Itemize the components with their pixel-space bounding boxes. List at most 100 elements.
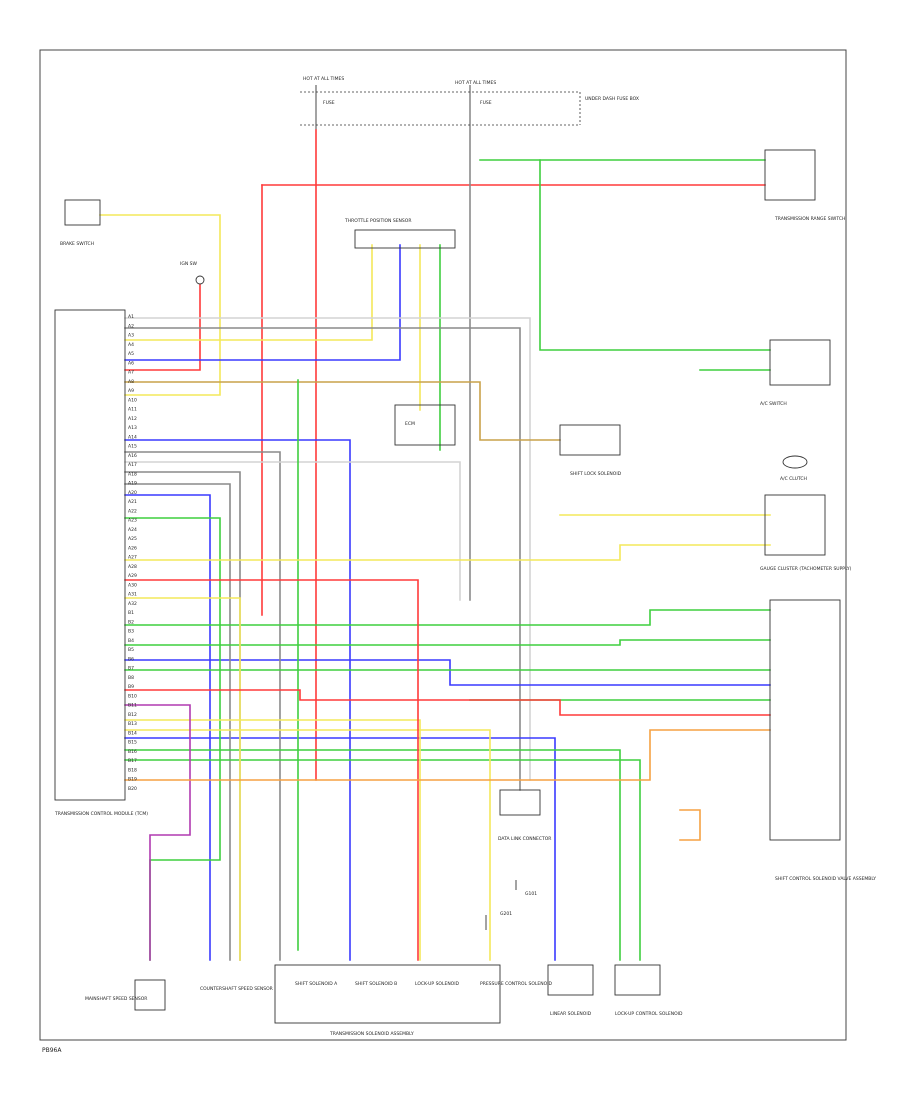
ac-clutch-label: A/C CLUTCH bbox=[780, 476, 807, 482]
dlc-connector bbox=[499, 789, 541, 816]
tcm-pin-label: A1 bbox=[128, 314, 134, 320]
tcm-pin-label: A26 bbox=[128, 545, 137, 551]
mainshaft-sensor-label: MAINSHAFT SPEED SENSOR bbox=[85, 996, 147, 1002]
diagram-footer-id: PB96A bbox=[42, 1047, 62, 1054]
tps-connector bbox=[354, 229, 456, 249]
tcm-pin-label: B13 bbox=[128, 721, 137, 727]
ecm-box bbox=[394, 404, 456, 446]
wire-yellow-tps bbox=[124, 244, 373, 341]
wire-blue-vss bbox=[124, 494, 211, 961]
tcm-pin-label: A12 bbox=[128, 416, 137, 422]
wire-white-upper bbox=[124, 317, 531, 781]
tcm-pin-label: B10 bbox=[128, 694, 137, 700]
wire-yellow-sol2 bbox=[124, 729, 491, 961]
tcm-pin-label: A32 bbox=[128, 601, 137, 607]
linear-solenoid bbox=[547, 964, 594, 996]
tcm-pin-label: B8 bbox=[128, 675, 134, 681]
shift-lock-label: SHIFT LOCK SOLENOID bbox=[570, 471, 622, 477]
solenoid-assembly bbox=[769, 599, 841, 841]
ign-indicator-icon bbox=[195, 275, 205, 285]
component-layer: BRAKE SWITCH IGN SW THROTTLE POSITION SE… bbox=[54, 149, 876, 1037]
wire-tan-shiftlock bbox=[124, 381, 561, 441]
tcm-pin-label: A5 bbox=[128, 351, 134, 357]
tcm-pin-label: B9 bbox=[128, 684, 134, 690]
wire-yellow-sol bbox=[124, 719, 421, 961]
tcm-pin-label: B2 bbox=[128, 619, 134, 625]
shift-solenoid-b-label: SHIFT SOLENOID B bbox=[355, 981, 397, 987]
tcm-pin-label: A27 bbox=[128, 555, 137, 561]
gauge-cluster bbox=[764, 494, 826, 556]
tcm-label: TRANSMISSION CONTROL MODULE (TCM) bbox=[54, 811, 148, 817]
lockup-control-solenoid bbox=[614, 964, 661, 996]
tcm-pin-label: B19 bbox=[128, 777, 137, 783]
tcm-pin-label: A2 bbox=[128, 323, 134, 329]
tcm-pin-label: B18 bbox=[128, 768, 137, 774]
wire-yellow-lower bbox=[124, 597, 241, 961]
tcm-pin-label: A23 bbox=[128, 518, 137, 524]
wire-red-ign bbox=[124, 284, 201, 371]
transmission-solenoid-block bbox=[274, 964, 501, 1024]
tcm-pin-label: A17 bbox=[128, 462, 137, 468]
wire-blue-tps bbox=[124, 244, 401, 361]
tcm-pin-label: A4 bbox=[128, 342, 134, 348]
g101-label: G101 bbox=[525, 891, 537, 897]
tcm-pin-label: A20 bbox=[128, 490, 137, 496]
tcm-pin-label: A30 bbox=[128, 582, 137, 588]
tcm-pin-label: A22 bbox=[128, 508, 137, 514]
ign-label: IGN SW bbox=[180, 261, 197, 267]
tcm-pin-label: B12 bbox=[128, 712, 137, 718]
wire-grey-upper bbox=[124, 327, 521, 791]
pressure-control-label: PRESSURE CONTROL SOLENOID bbox=[480, 981, 552, 987]
tcm-pin-list: A1A2A3A4A5A6A7A8A9A10A11A12A13A14A15A16A… bbox=[128, 314, 137, 792]
tcm-pin-label: A16 bbox=[128, 453, 137, 459]
tcm-pin-label: A13 bbox=[128, 425, 137, 431]
wire-green-sol bbox=[124, 749, 621, 961]
wire-green-right-1 bbox=[124, 609, 771, 626]
tcm-pin-label: A19 bbox=[128, 481, 137, 487]
mainshaft-speed-sensor bbox=[134, 979, 166, 1011]
tps-label: THROTTLE POSITION SENSOR bbox=[344, 218, 411, 224]
dlc-label: DATA LINK CONNECTOR bbox=[498, 836, 551, 842]
tcm-pin-label: A7 bbox=[128, 370, 134, 376]
tcm-pin-label: A8 bbox=[128, 379, 134, 385]
brake-switch-label: BRAKE SWITCH bbox=[60, 241, 94, 247]
tcm-pin-label: B11 bbox=[128, 703, 137, 709]
tcm-connector bbox=[54, 309, 126, 801]
tcm-pin-label: B15 bbox=[128, 740, 137, 746]
tcm-pin-label: B1 bbox=[128, 610, 134, 616]
tcm-pin-label: B7 bbox=[128, 666, 134, 672]
tcm-pin-label: A6 bbox=[128, 360, 134, 366]
ac-switch bbox=[769, 339, 831, 386]
tcm-pin-label: B16 bbox=[128, 749, 137, 755]
solenoid-block-label: TRANSMISSION SOLENOID ASSEMBLY bbox=[329, 1031, 414, 1037]
lockup-control-label: LOCK-UP CONTROL SOLENOID bbox=[615, 1011, 683, 1017]
diagram-frame bbox=[39, 49, 847, 1041]
wire-white-mid bbox=[124, 461, 461, 601]
wire-yellow-brake bbox=[99, 214, 221, 396]
ptr-switch-label: TRANSMISSION RANGE SWITCH bbox=[774, 216, 845, 222]
tcm-pin-label: A15 bbox=[128, 444, 137, 450]
shift-solenoid-a-label: SHIFT SOLENOID A bbox=[295, 981, 338, 987]
tcm-pin-label: A25 bbox=[128, 536, 137, 542]
fuse-box-label: UNDER DASH FUSE BOX bbox=[585, 96, 639, 102]
wire-grey-sol bbox=[124, 451, 281, 961]
tcm-pin-label: A29 bbox=[128, 573, 137, 579]
hot-label-right: HOT AT ALL TIMES bbox=[455, 80, 496, 86]
wire-purple-sensor bbox=[124, 704, 191, 961]
ptr-switch bbox=[764, 149, 816, 201]
tcm-pin-label: B17 bbox=[128, 758, 137, 764]
tcm-pin-label: B5 bbox=[128, 647, 134, 653]
wire-red-right bbox=[124, 689, 771, 716]
tcm-pin-label: A24 bbox=[128, 527, 137, 533]
tcm-pin-label: B6 bbox=[128, 656, 134, 662]
tcm-pin-label: A3 bbox=[128, 333, 134, 339]
wire-green-right-2 bbox=[124, 639, 771, 646]
tcm-pin-label: A10 bbox=[128, 397, 137, 403]
tcm-pin-label: A14 bbox=[128, 434, 137, 440]
gauge-cluster-label: GAUGE CLUSTER (TACHOMETER SUPPLY) bbox=[760, 566, 852, 572]
wire-grey-vss bbox=[124, 471, 241, 961]
wire-blue-sol-a bbox=[124, 439, 351, 961]
tcm-pin-label: B4 bbox=[128, 638, 134, 644]
tcm-pin-label: A18 bbox=[128, 471, 137, 477]
